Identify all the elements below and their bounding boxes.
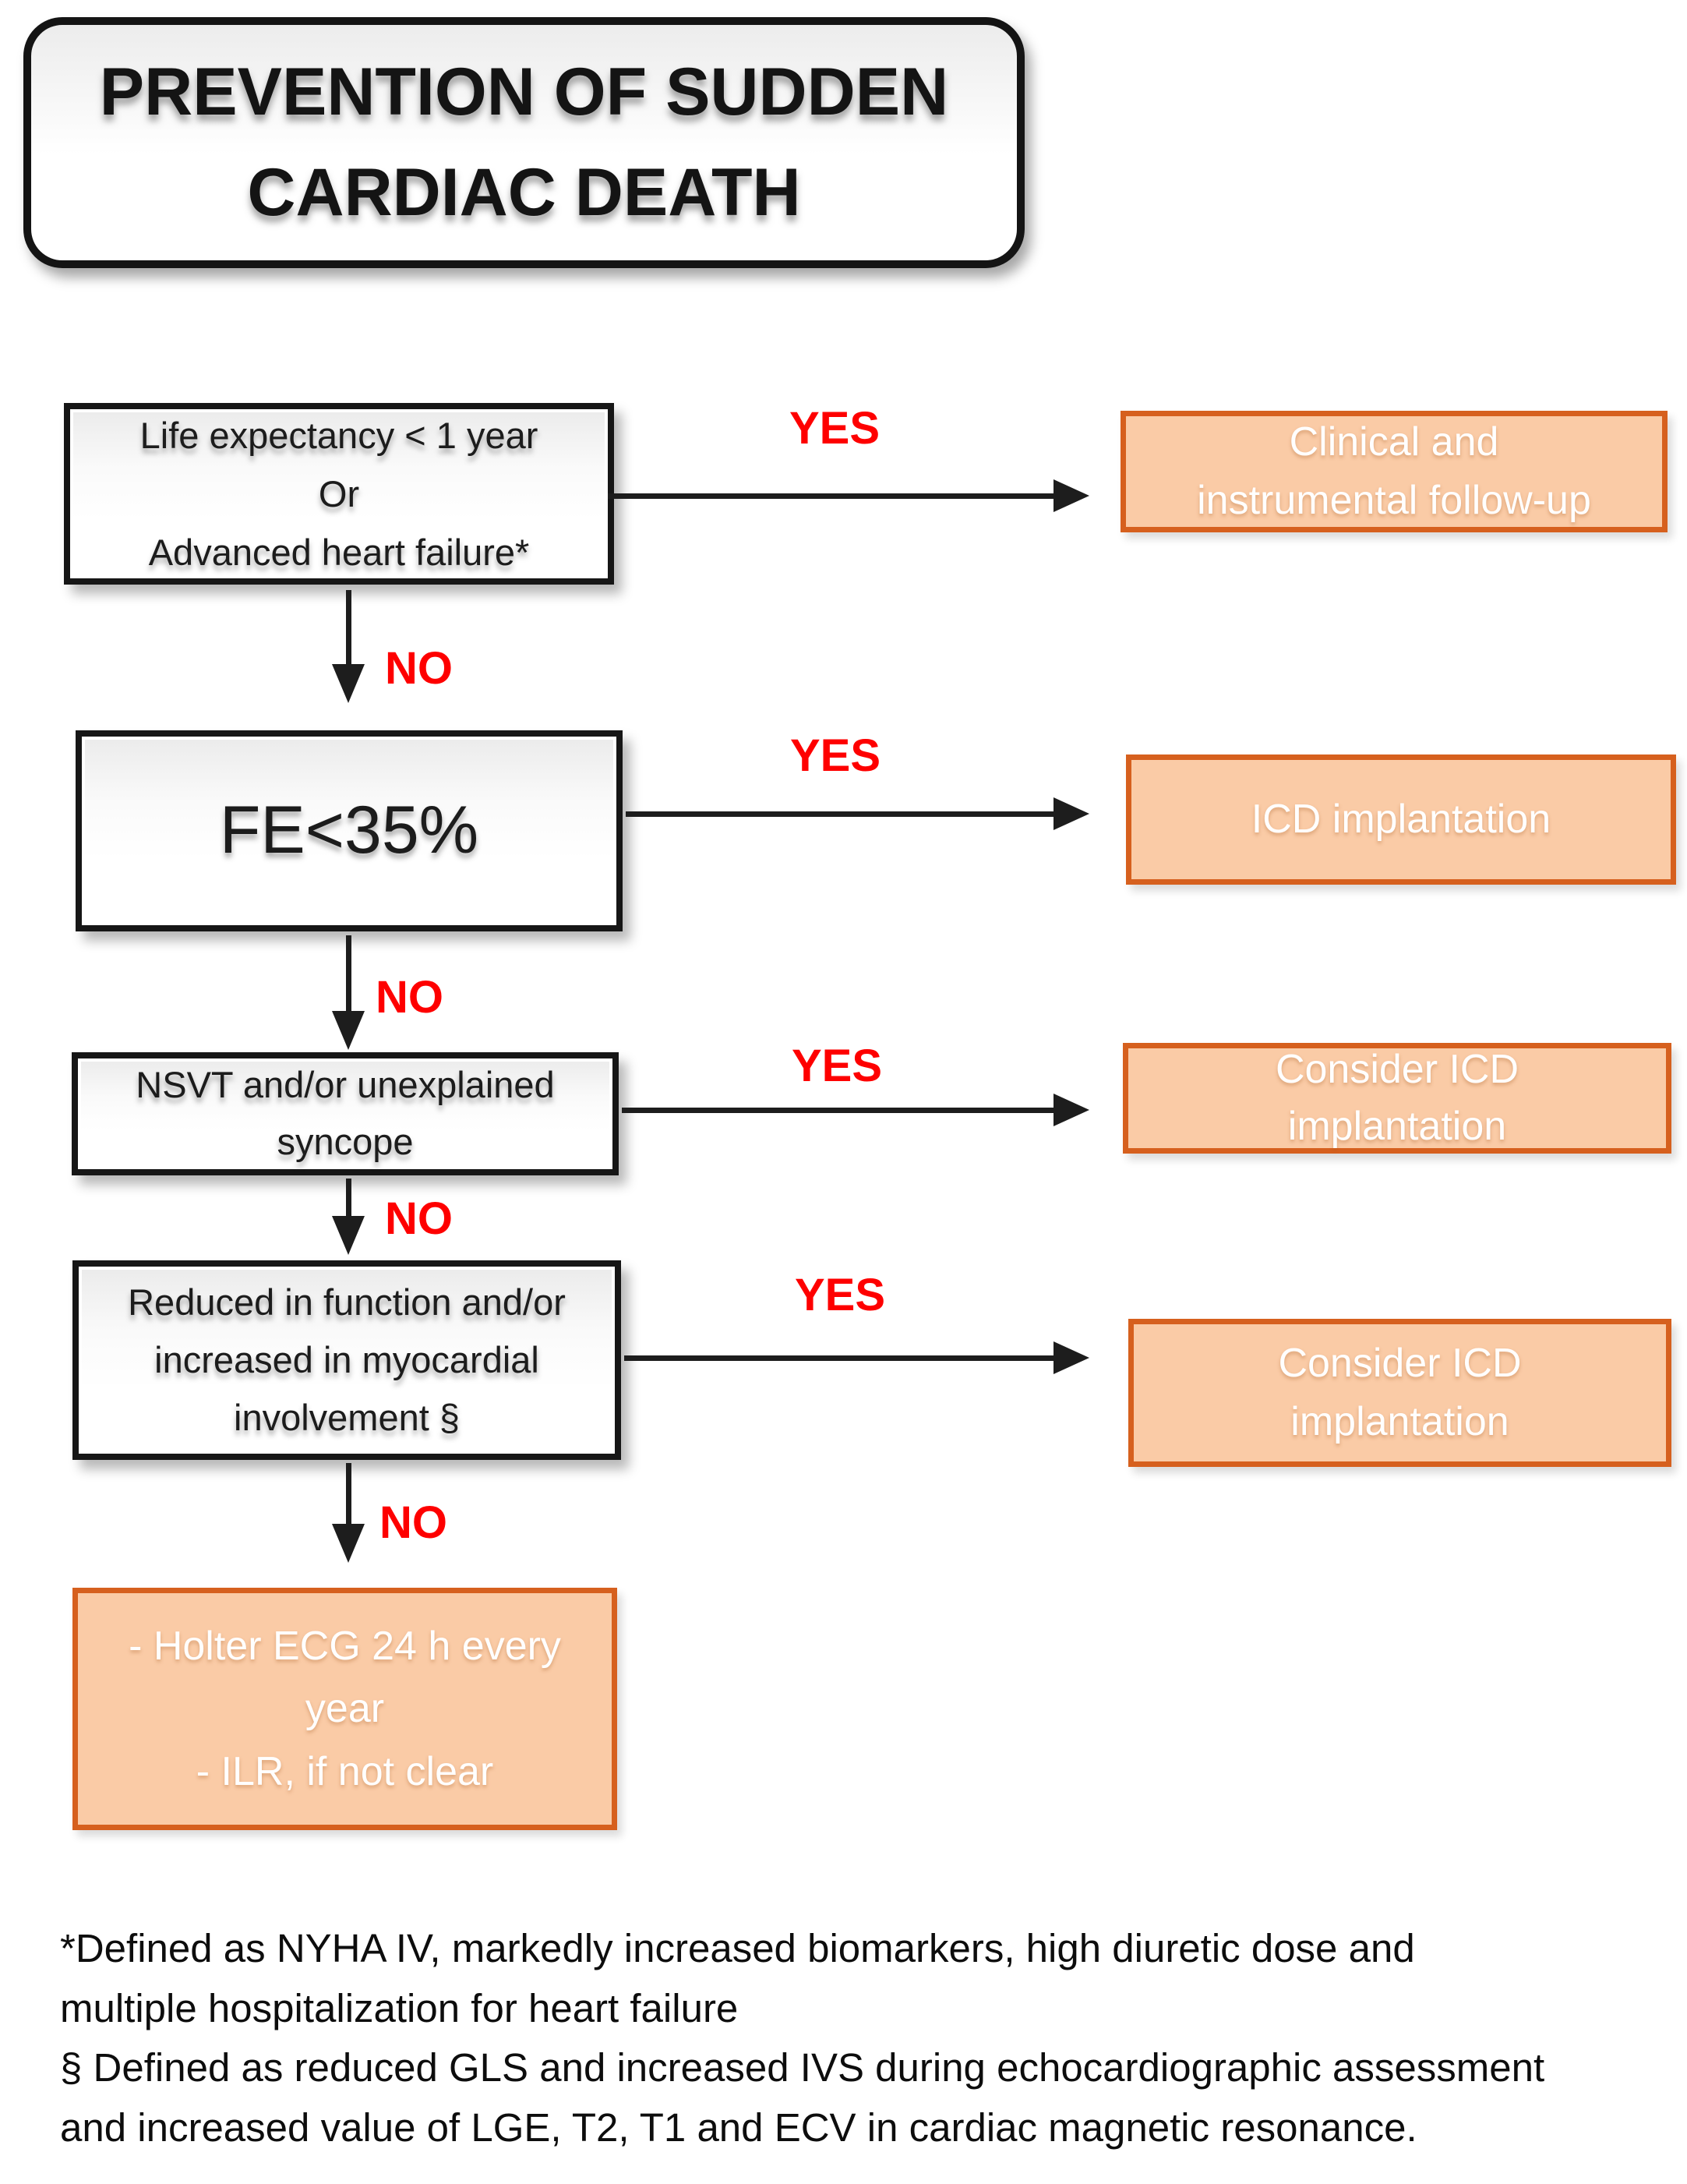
label-no-1: NO <box>385 643 453 694</box>
decision-life-expectancy-text: Life expectancy < 1 year Or Advanced hea… <box>139 414 538 574</box>
arrow-no-1-line <box>346 590 351 664</box>
arrow-no-3-line <box>346 1179 351 1216</box>
arrow-no-1-head <box>332 664 365 703</box>
arrow-yes-3-head <box>1053 1094 1089 1126</box>
decision-fe-35: FE<35% <box>76 730 623 931</box>
arrow-no-2-line <box>346 935 351 1011</box>
arrow-yes-3-line <box>622 1108 1053 1113</box>
outcome-holter-ilr-text: - Holter ECG 24 h every year - ILR, if n… <box>129 1623 561 1794</box>
outcome-consider-icd-2: Consider ICD implantation <box>1128 1319 1671 1467</box>
arrow-yes-1-head <box>1053 479 1089 512</box>
decision-reduced-function-text: Reduced in function and/or increased in … <box>128 1281 566 1439</box>
label-no-2: NO <box>376 972 443 1023</box>
arrow-yes-2-head <box>1053 797 1089 830</box>
decision-nsvt-syncope: NSVT and/or unexplained syncope <box>72 1052 619 1175</box>
title-box: PREVENTION OF SUDDEN CARDIAC DEATH <box>23 17 1025 268</box>
label-yes-4: YES <box>795 1270 886 1320</box>
outcome-icd-implantation-text: ICD implantation <box>1251 796 1551 842</box>
outcome-consider-icd-2-text: Consider ICD implantation <box>1278 1340 1522 1444</box>
title-text: PREVENTION OF SUDDEN CARDIAC DEATH <box>99 55 949 230</box>
arrow-no-3-head <box>332 1216 365 1255</box>
decision-nsvt-syncope-text: NSVT and/or unexplained syncope <box>136 1064 555 1162</box>
outcome-consider-icd-1-text: Consider ICD implantation <box>1275 1047 1519 1149</box>
label-no-3: NO <box>385 1193 453 1244</box>
outcome-holter-ilr: - Holter ECG 24 h every year - ILR, if n… <box>72 1588 617 1830</box>
label-no-4: NO <box>379 1497 447 1548</box>
arrow-no-4-line <box>346 1463 351 1524</box>
decision-reduced-function: Reduced in function and/or increased in … <box>72 1260 621 1460</box>
outcome-consider-icd-1: Consider ICD implantation <box>1123 1043 1671 1154</box>
label-yes-1: YES <box>789 403 881 454</box>
label-yes-2: YES <box>790 730 881 781</box>
outcome-icd-implantation: ICD implantation <box>1126 755 1676 885</box>
outcome-clinical-follow-up-text: Clinical and instrumental follow-up <box>1197 419 1591 523</box>
arrow-yes-1-line <box>608 493 1053 499</box>
arrow-yes-4-line <box>624 1355 1053 1361</box>
decision-life-expectancy: Life expectancy < 1 year Or Advanced hea… <box>64 403 614 585</box>
arrow-yes-2-line <box>626 811 1053 817</box>
arrow-no-2-head <box>332 1011 365 1050</box>
label-yes-3: YES <box>792 1041 883 1091</box>
arrow-yes-4-head <box>1053 1341 1089 1374</box>
decision-fe-35-text: FE<35% <box>219 793 479 868</box>
outcome-clinical-follow-up: Clinical and instrumental follow-up <box>1121 411 1668 532</box>
footnotes-text: *Defined as NYHA IV, markedly increased … <box>60 1926 1545 2150</box>
arrow-no-4-head <box>332 1524 365 1563</box>
